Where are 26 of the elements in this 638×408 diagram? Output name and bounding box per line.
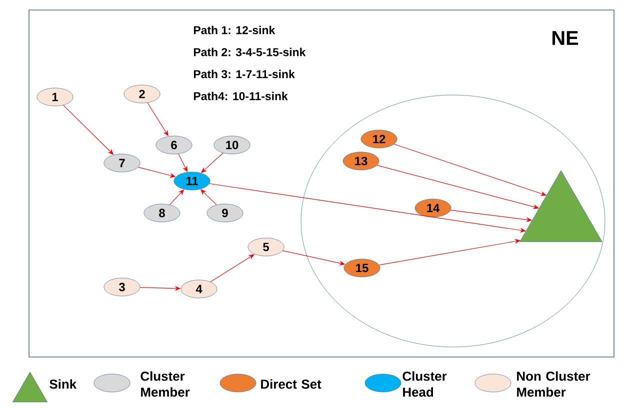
sensor-node: 12 xyxy=(360,130,398,148)
sensor-node: 6 xyxy=(156,136,192,154)
sensor-node: 14 xyxy=(414,198,452,218)
path-note: Path 2: 3-4-5-15-sink xyxy=(194,48,306,56)
legend-label: Direct Set xyxy=(261,379,322,389)
sensor-node: 9 xyxy=(206,204,244,222)
sensor-node: 4 xyxy=(180,280,218,298)
path-note: Path 3: 1-7-11-sink xyxy=(194,70,295,78)
range-circle xyxy=(300,94,606,348)
sensor-node: 2 xyxy=(124,84,160,104)
legend-label: Cluster Member xyxy=(140,371,190,397)
legend-label: Cluster Head xyxy=(402,371,447,397)
sensor-node: 15 xyxy=(344,258,380,278)
sensor-node: 11 xyxy=(174,172,210,190)
legend-label: Sink xyxy=(50,379,77,389)
sink-triangle xyxy=(520,170,602,242)
sensor-node: 8 xyxy=(144,204,180,222)
sensor-node: 1 xyxy=(36,88,74,106)
legend-label: Non Cluster Member xyxy=(517,371,590,397)
sensor-node: 7 xyxy=(104,154,140,172)
sensor-node: 13 xyxy=(342,152,380,170)
sensor-node: 10 xyxy=(214,136,250,154)
path-note: Path4: 10-11-sink xyxy=(194,92,288,100)
sensor-node: 3 xyxy=(104,278,140,296)
path-note: Path 1: 12-sink xyxy=(194,26,276,34)
sensor-node: 5 xyxy=(248,238,284,256)
